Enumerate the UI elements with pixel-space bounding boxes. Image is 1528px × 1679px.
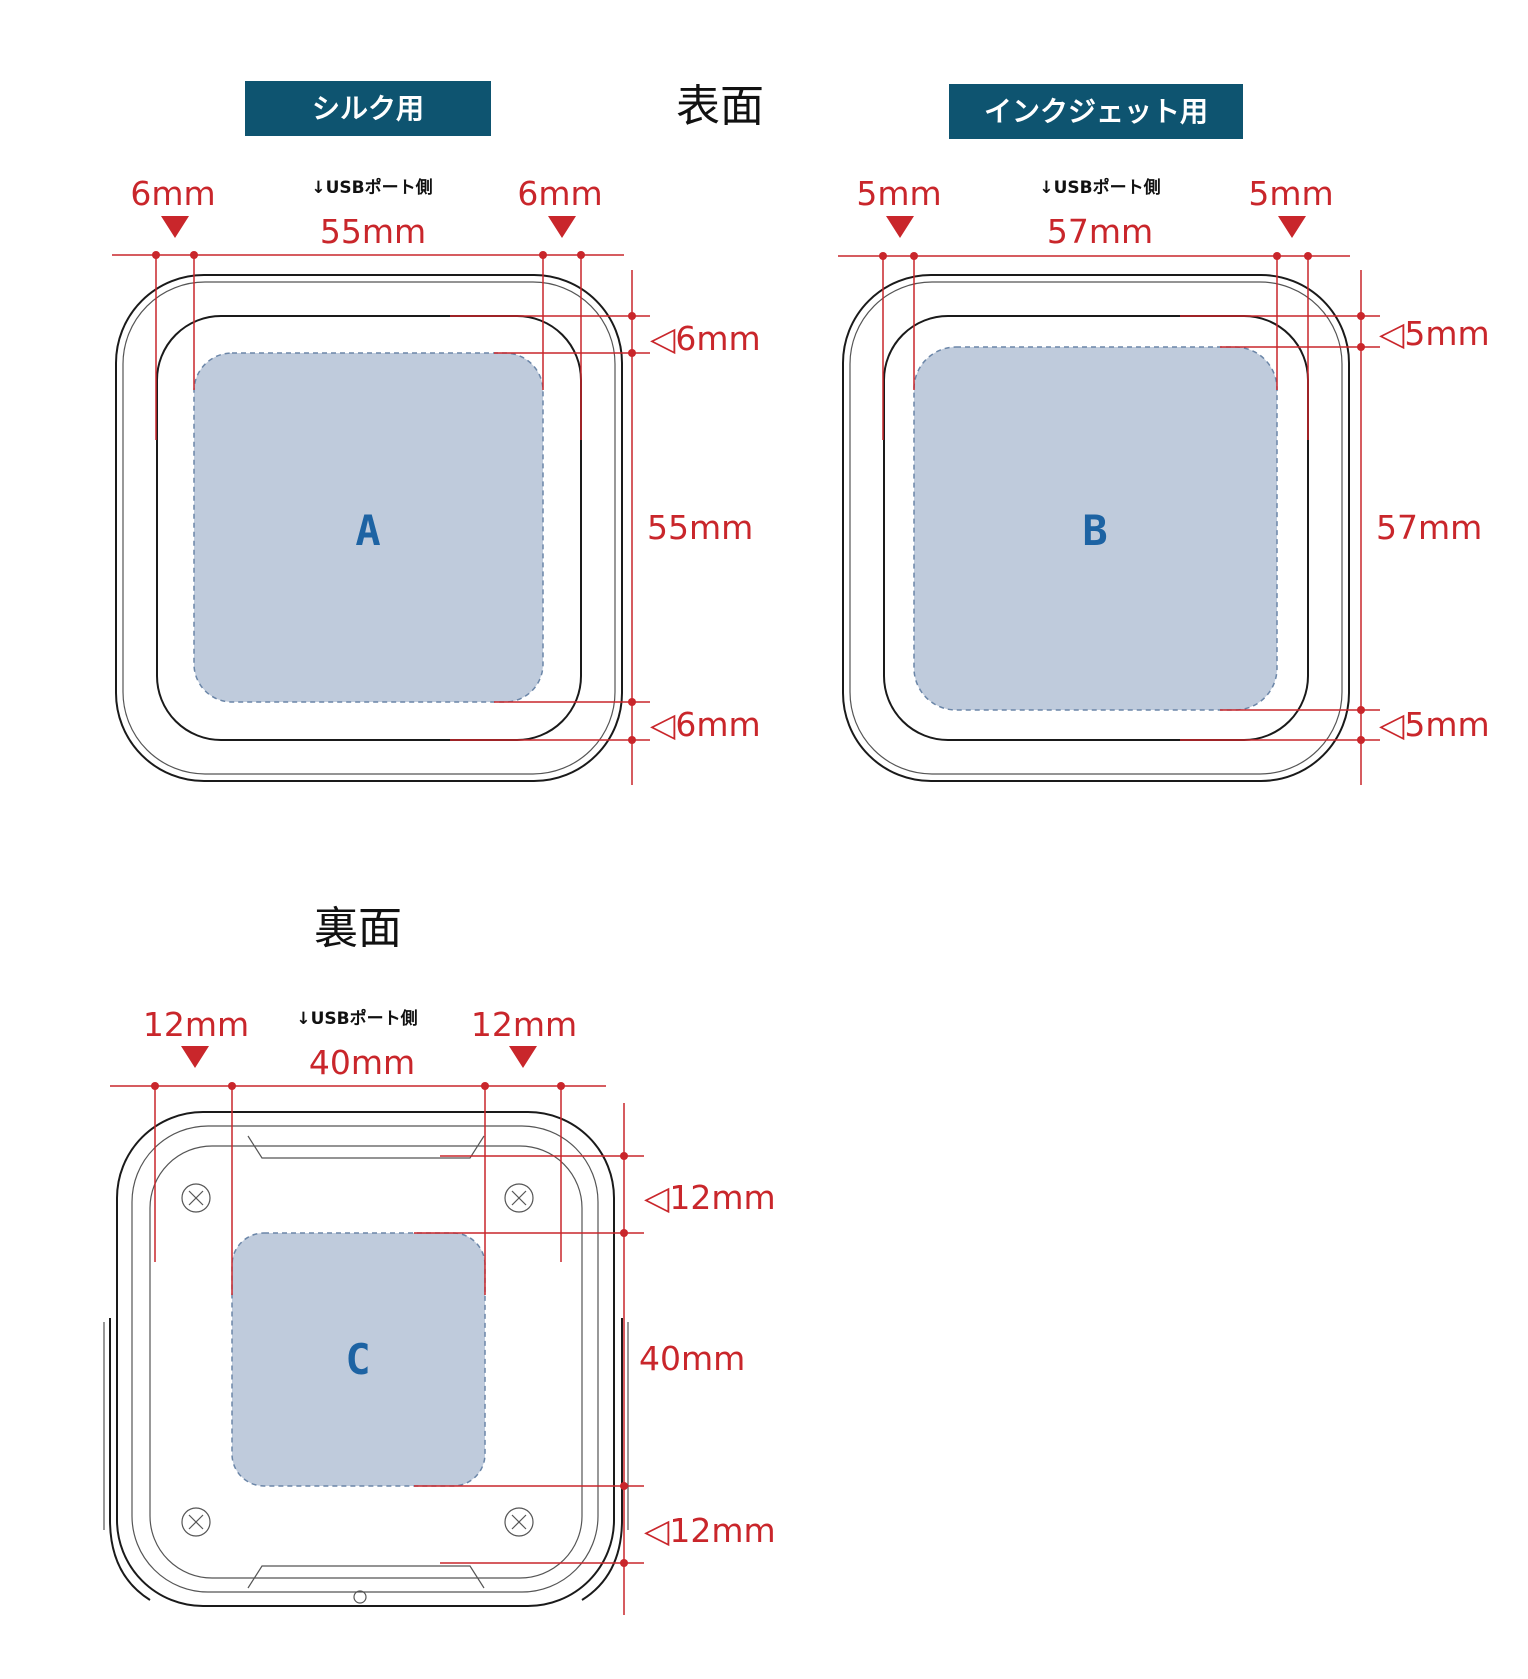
height-label: 57mm: [1376, 508, 1482, 547]
screw-icon: [181, 1183, 211, 1213]
marker-right-triangle: [548, 216, 576, 238]
silk-badge-label: シルク用: [312, 92, 424, 125]
width-label: 40mm: [309, 1043, 415, 1082]
screw-icon: [504, 1183, 534, 1213]
margin-bottom-label: ◁5mm: [1378, 705, 1490, 744]
back-diagram: C ↓USBポート側 12mm 12mm 40mm ◁12mm 40mm ◁12…: [103, 1005, 776, 1615]
screw-icon: [504, 1507, 534, 1537]
area-label-c: C: [345, 1335, 370, 1384]
inkjet-badge-label: インクジェット用: [984, 95, 1208, 128]
inkjet-badge: インクジェット用: [949, 84, 1243, 139]
silk-diagram: A ↓USBポート側 6mm 6mm 55mm ◁6mm 55mm ◁6mm: [112, 174, 761, 785]
height-label: 55mm: [647, 508, 753, 547]
margin-left-label: 12mm: [143, 1005, 249, 1044]
silk-badge: シルク用: [245, 81, 491, 136]
usb-port-note: ↓USBポート側: [311, 177, 432, 198]
width-label: 55mm: [320, 212, 426, 251]
height-label: 40mm: [639, 1339, 745, 1378]
marker-left-triangle: [181, 1046, 209, 1068]
margin-top-label: ◁5mm: [1378, 314, 1490, 353]
marker-right-triangle: [1278, 216, 1306, 238]
area-label-b: B: [1082, 506, 1107, 555]
back-title: 裏面: [314, 903, 402, 954]
marker-left-triangle: [161, 216, 189, 238]
margin-bottom-label: ◁12mm: [643, 1511, 776, 1550]
print-area-c: [231, 1232, 486, 1487]
margin-left-label: 5mm: [856, 174, 941, 213]
marker-left-triangle: [886, 216, 914, 238]
margin-top-label: ◁6mm: [649, 319, 761, 358]
usb-port-note: ↓USBポート側: [1039, 177, 1160, 198]
print-area-a: [193, 352, 544, 703]
inkjet-diagram: B ↓USBポート側 5mm 5mm 57mm ◁5mm 57mm ◁5mm: [838, 174, 1490, 785]
print-area-b: [913, 346, 1278, 711]
front-title: 表面: [676, 81, 764, 132]
area-label-a: A: [355, 506, 380, 555]
margin-right-label: 5mm: [1248, 174, 1333, 213]
screw-icon: [181, 1507, 211, 1537]
margin-top-label: ◁12mm: [643, 1178, 776, 1217]
usb-port-note: ↓USBポート側: [296, 1008, 417, 1029]
width-label: 57mm: [1047, 212, 1153, 251]
margin-left-label: 6mm: [130, 174, 215, 213]
margin-right-label: 6mm: [517, 174, 602, 213]
margin-bottom-label: ◁6mm: [649, 705, 761, 744]
margin-right-label: 12mm: [471, 1005, 577, 1044]
marker-right-triangle: [509, 1046, 537, 1068]
